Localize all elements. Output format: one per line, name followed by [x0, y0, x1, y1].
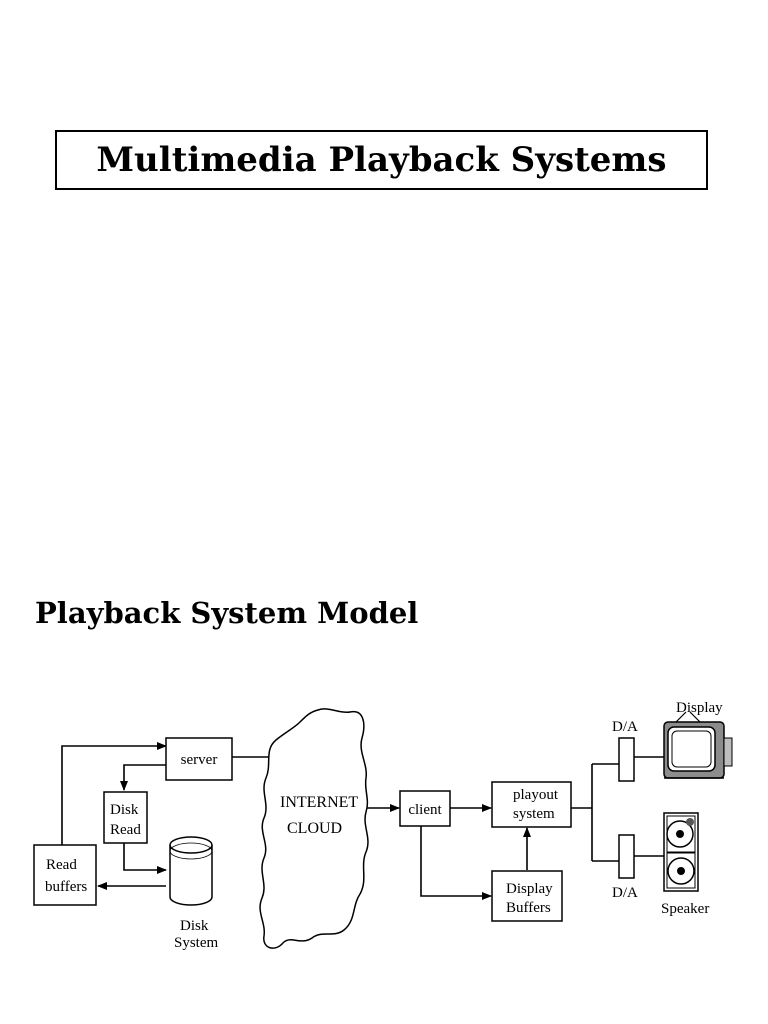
- da-top-label: D/A: [612, 719, 638, 735]
- read-buffers-node: Read buffers: [33, 844, 97, 906]
- server-label: server: [181, 752, 218, 768]
- client-label: client: [408, 802, 442, 818]
- playback-system-diagram: server Disk Read Read buffers Disk Syste…: [33, 700, 733, 951]
- display-buffers-node: Display Buffers: [491, 870, 563, 922]
- playout-system-node: playout system: [491, 781, 572, 828]
- read-buffers-label-line1: Read: [46, 857, 77, 873]
- cloud-shape: [259, 708, 369, 949]
- speaker-icon: [663, 812, 699, 892]
- internet-cloud-node: INTERNET CLOUD: [259, 708, 369, 949]
- television-icon: [663, 711, 733, 779]
- display-buffers-label-line2: Buffers: [506, 900, 551, 916]
- section-heading: Playback System Model: [35, 596, 419, 630]
- speaker-label: Speaker: [661, 901, 709, 917]
- edge-disk-read-to-disk-system: [123, 843, 167, 874]
- disk-system-node: Disk System: [169, 836, 219, 951]
- disk-read-label-line1: Disk: [110, 802, 139, 818]
- playout-system-label-line1: playout: [513, 787, 559, 803]
- connectors: [61, 742, 664, 900]
- internet-cloud-label-line1: INTERNET: [280, 794, 358, 811]
- da-top-node: D/A: [612, 719, 638, 782]
- disk-cylinder-icon: [169, 845, 213, 906]
- server-node: server: [165, 737, 233, 781]
- disk-system-label-line1: Disk: [180, 918, 209, 934]
- disk-system-label-line2: System: [174, 935, 219, 951]
- edge-client-to-display-buffers: [420, 826, 492, 900]
- edge-read-buffers-to-server: [61, 742, 167, 845]
- display-node: Display: [663, 700, 733, 779]
- da-bottom-label: D/A: [612, 885, 638, 901]
- read-buffers-label-line2: buffers: [45, 879, 87, 895]
- edge-server-to-disk-read: [120, 764, 166, 791]
- page-title: Multimedia Playback Systems: [96, 140, 667, 180]
- internet-cloud-label-line2: CLOUD: [287, 820, 342, 837]
- speaker-node: Speaker: [661, 812, 709, 917]
- client-node: client: [399, 790, 451, 827]
- da-bottom-node: D/A: [612, 834, 638, 901]
- disk-read-label-line2: Read: [110, 822, 141, 838]
- display-label: Display: [676, 700, 723, 716]
- disk-read-node: Disk Read: [103, 791, 148, 844]
- display-buffers-label-line1: Display: [506, 881, 553, 897]
- playout-system-label-line2: system: [513, 806, 555, 822]
- edge-playout-to-da: [571, 763, 619, 862]
- title-box: Multimedia Playback Systems: [55, 130, 708, 190]
